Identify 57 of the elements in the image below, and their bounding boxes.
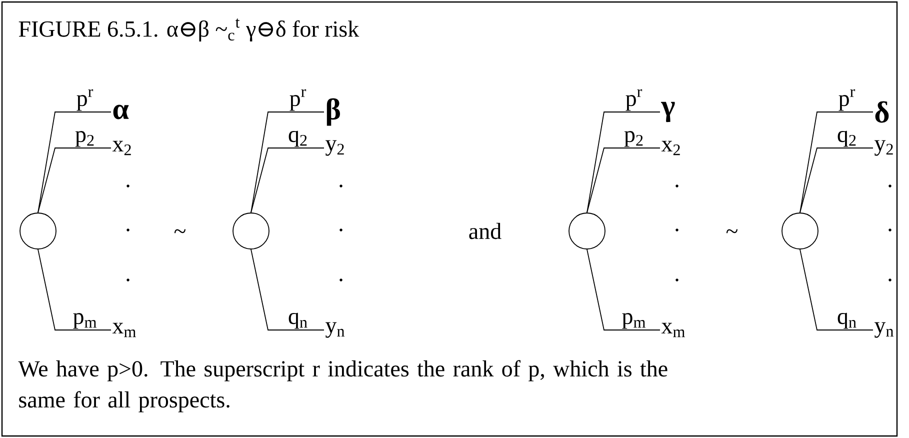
- ellipsis-dot: .: [676, 184, 678, 188]
- ellipsis-dot: .: [340, 184, 342, 188]
- branch-line: [800, 112, 874, 213]
- branch-line: [250, 249, 324, 330]
- relation-label: ~: [726, 229, 738, 234]
- probability-label: p$^{r}$: [838, 89, 856, 111]
- ellipsis-dot: .: [126, 278, 130, 282]
- outcome-label: x$_{2}$: [661, 140, 680, 156]
- branch-line: [586, 148, 660, 213]
- probability-label: p$^{r}$: [290, 89, 306, 111]
- probability-label: q$_{n}$: [838, 312, 856, 329]
- ellipsis-dot: .: [888, 184, 892, 188]
- ellipsis-dot: .: [340, 278, 342, 282]
- ellipsis-dot: .: [888, 228, 892, 232]
- outcome-label: y$_{n}$: [874, 322, 894, 338]
- outcome-label: x$_{2}$: [112, 140, 131, 156]
- probability-label: p$_{m}$: [622, 313, 646, 329]
- probability-label: p$_{m}$: [73, 313, 97, 329]
- branch-line: [250, 148, 324, 213]
- probability-label: q$_{2}$: [838, 130, 856, 147]
- ellipsis-dot: .: [340, 228, 342, 232]
- probability-label: q$_{2}$: [288, 130, 307, 147]
- branch-line: [250, 112, 324, 213]
- branch-line: [800, 148, 874, 213]
- branch-line: [38, 148, 112, 213]
- ellipsis-dot: .: [676, 228, 678, 232]
- ellipsis-dot: .: [676, 278, 678, 282]
- chance-node: [232, 212, 270, 250]
- probability-label: p$_{2}$: [624, 131, 643, 147]
- ellipsis-dot: .: [126, 228, 130, 232]
- outcome-label: x$_{m}$: [661, 322, 685, 338]
- outcome-label: x$_{m}$: [112, 322, 136, 338]
- outcome-label: γ: [661, 102, 675, 122]
- outcome-label: y$_{2}$: [326, 140, 344, 156]
- chance-node: [20, 212, 56, 250]
- outcome-label: β: [326, 98, 340, 126]
- outcome-label: y$_{n}$: [326, 322, 345, 338]
- branch-line: [800, 249, 874, 330]
- relation-label: ~: [174, 229, 186, 234]
- ellipsis-dot: .: [888, 278, 892, 282]
- branch-line: [586, 249, 660, 330]
- probability-label: p$^{r}$: [626, 89, 642, 111]
- outcome-label: δ: [875, 101, 889, 123]
- branch-line: [586, 112, 660, 213]
- probability-label: p$^{r}$: [76, 89, 94, 111]
- branch-line: [38, 112, 112, 213]
- caption: We have p>0. The superscript r indicates the rank of p, which is the same for all prospects.: [18, 360, 668, 412]
- branch-line: [38, 249, 112, 330]
- chance-node: [568, 212, 606, 250]
- outcome-label: y$_{2}$: [874, 140, 893, 156]
- outcome-label: α: [113, 104, 129, 120]
- probability-label: q$_{n}$: [288, 312, 308, 329]
- probability-label: p$_{2}$: [75, 131, 94, 147]
- figure-title: FIGURE 6.5.1. α⊖β ~$_{c}$$^{t}$ γ⊖δ for risk: [18, 18, 360, 42]
- relation-label: and: [469, 222, 502, 240]
- ellipsis-dot: .: [126, 184, 130, 188]
- chance-node: [782, 212, 818, 250]
